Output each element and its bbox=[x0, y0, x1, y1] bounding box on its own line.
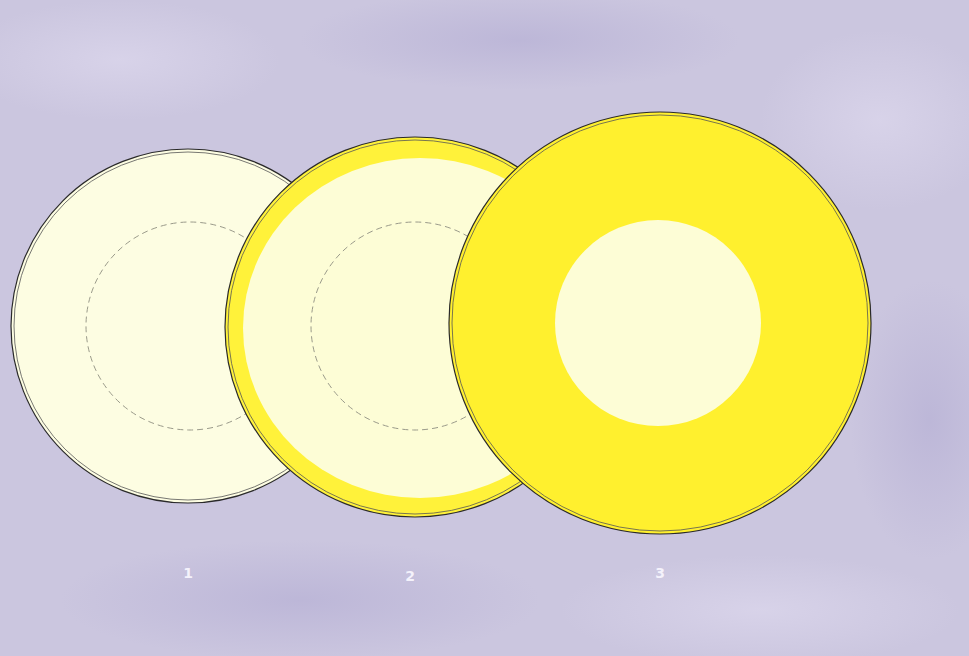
pale-zone bbox=[555, 220, 761, 426]
plate-rim-inner bbox=[452, 115, 868, 531]
background-blot bbox=[300, 0, 740, 90]
background-blot bbox=[0, 0, 280, 120]
plate-rim bbox=[449, 112, 871, 534]
callout-number: 1 bbox=[183, 565, 193, 581]
callout-number: 2 bbox=[405, 568, 415, 584]
background-blot bbox=[60, 540, 540, 656]
plate-3 bbox=[449, 112, 871, 534]
background-blot bbox=[560, 555, 960, 656]
callout-number: 3 bbox=[655, 565, 665, 581]
